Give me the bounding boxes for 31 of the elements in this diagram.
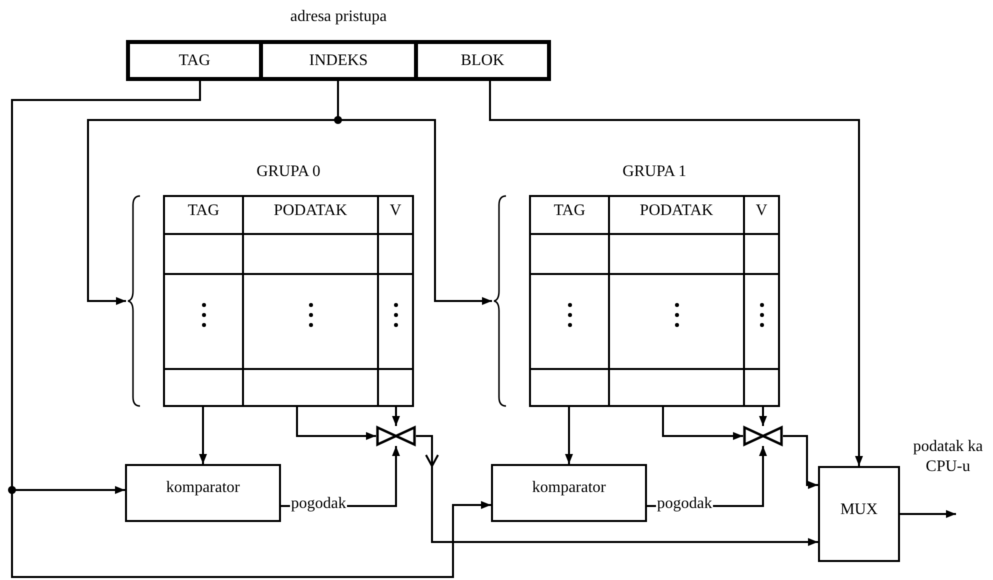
- index-field: INDEKS: [261, 42, 416, 79]
- register-caption: adresa pristupa: [289, 8, 388, 26]
- edge-label: pogodak: [290, 494, 348, 514]
- arrow: [759, 407, 767, 426]
- column-header: V: [388, 202, 402, 220]
- arrow: [783, 435, 818, 489]
- column-header: PODATAK: [272, 202, 348, 220]
- comparator-box: komparator: [125, 464, 281, 522]
- arrow: [662, 407, 743, 440]
- arrow: [392, 407, 400, 426]
- edge-label: pogodak: [656, 494, 714, 514]
- arrow: [296, 407, 376, 440]
- column-header: V: [754, 202, 768, 220]
- transmission-gate-symbol: [743, 426, 783, 446]
- group-title: GRUPA 1: [622, 163, 688, 181]
- curly-brace: [126, 195, 142, 407]
- group-title: GRUPA 0: [256, 163, 322, 181]
- column-header: TAG: [552, 202, 586, 220]
- column-header: PODATAK: [638, 202, 714, 220]
- arrow: [199, 407, 207, 464]
- column-header: TAG: [186, 202, 220, 220]
- arrow: [900, 510, 956, 518]
- arrow: [416, 435, 818, 546]
- tag-field: TAG: [128, 42, 261, 79]
- transmission-gate-symbol: [376, 426, 416, 446]
- curly-brace: [492, 195, 508, 407]
- multiplexer-box: MUX: [818, 466, 900, 562]
- block-field: BLOK: [416, 42, 549, 79]
- comparator-box: komparator: [491, 464, 647, 522]
- arrow: [565, 407, 573, 464]
- arrow: [489, 79, 863, 466]
